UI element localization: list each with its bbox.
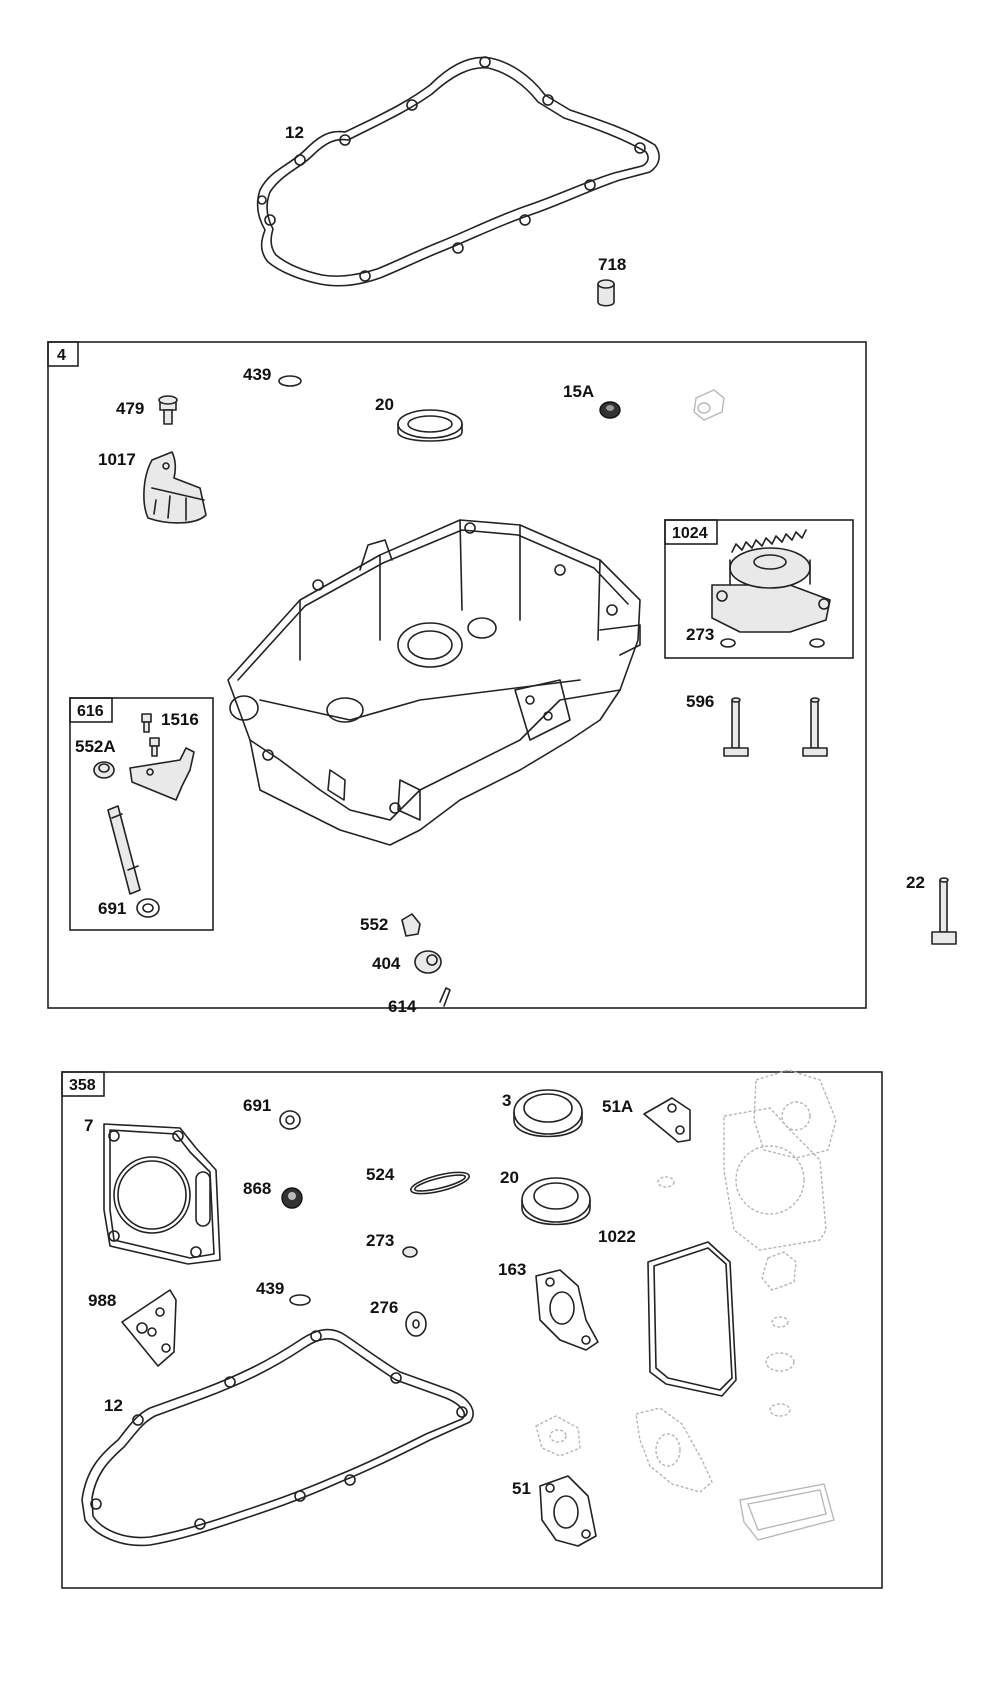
label-614: 614: [388, 997, 417, 1016]
label-479: 479: [116, 399, 144, 418]
bolt-22[interactable]: [931, 877, 957, 945]
oil-pump-1024[interactable]: [711, 529, 831, 633]
governor-shaft[interactable]: [107, 805, 141, 895]
box-616-tag: [69, 697, 113, 723]
box-4-frame: [47, 341, 867, 1009]
governor-lever[interactable]: [129, 747, 195, 801]
label-22: 22: [906, 873, 925, 892]
box-1024-number: 1024: [672, 525, 708, 542]
label-276: 276: [370, 1298, 398, 1317]
oring-439[interactable]: [278, 375, 302, 387]
plug-15a[interactable]: [599, 401, 621, 419]
screw-1516[interactable]: [141, 713, 152, 733]
kit-seal-3[interactable]: [513, 1089, 583, 1138]
label-596: 596: [686, 692, 714, 711]
kit-washer-276[interactable]: [405, 1311, 427, 1337]
label-3: 3: [502, 1091, 511, 1110]
crankcase-gasket-top[interactable]: [256, 56, 660, 287]
box-358-tag: [61, 1071, 105, 1097]
screw-1516-b[interactable]: [149, 737, 160, 757]
box-358-number: 358: [69, 1077, 96, 1094]
kit-gasket-51[interactable]: [539, 1475, 597, 1547]
kit-oring-524[interactable]: [409, 1168, 471, 1198]
kit-seal-868[interactable]: [281, 1187, 303, 1209]
washer-273-a[interactable]: [720, 638, 736, 648]
box-616-frame: [69, 697, 214, 931]
label-15a: 15A: [563, 382, 594, 401]
ghost-parts: [535, 1069, 837, 1541]
label-20: 20: [375, 395, 394, 414]
crankcase-cover[interactable]: [227, 519, 641, 846]
bushing-552a[interactable]: [93, 761, 115, 779]
dowel-pin[interactable]: [597, 279, 615, 307]
label-868: 868: [243, 1179, 271, 1198]
label-988: 988: [88, 1291, 116, 1310]
box-4-tag: [47, 341, 79, 367]
kit-oring-439[interactable]: [289, 1294, 311, 1306]
washer-404[interactable]: [414, 950, 442, 974]
pin-614[interactable]: [439, 987, 451, 1007]
label-k691: 691: [243, 1096, 271, 1115]
label-718: 718: [598, 255, 626, 274]
label-691: 691: [98, 899, 126, 918]
head-gasket-7[interactable]: [103, 1123, 221, 1265]
label-12-top: 12: [285, 123, 304, 142]
box-616-number: 616: [77, 703, 104, 720]
box-358-frame: [61, 1071, 883, 1589]
label-k20: 20: [500, 1168, 519, 1187]
label-404: 404: [372, 954, 401, 973]
label-k273: 273: [366, 1231, 394, 1250]
label-439: 439: [243, 365, 271, 384]
box-4-number: 4: [57, 347, 66, 364]
screw-479[interactable]: [158, 395, 178, 425]
kit-seal-691[interactable]: [279, 1110, 301, 1130]
box-1024-frame: [664, 519, 854, 659]
label-273: 273: [686, 625, 714, 644]
bushing-552[interactable]: [401, 913, 421, 937]
kit-crankcase-gasket-12[interactable]: [81, 1328, 474, 1547]
label-524: 524: [366, 1165, 395, 1184]
kit-gasket-51a[interactable]: [643, 1097, 691, 1143]
kit-washer-273[interactable]: [402, 1246, 418, 1258]
kit-gasket-988[interactable]: [121, 1289, 177, 1367]
label-k439: 439: [256, 1279, 284, 1298]
bolt-596-b[interactable]: [802, 697, 828, 757]
label-163: 163: [498, 1260, 526, 1279]
label-51: 51: [512, 1479, 531, 1498]
bolt-596-a[interactable]: [723, 697, 749, 757]
label-7: 7: [84, 1116, 93, 1135]
kit-seal-20[interactable]: [521, 1177, 591, 1226]
bracket-1017[interactable]: [143, 451, 207, 524]
box-1024-tag: [664, 519, 718, 545]
label-51a: 51A: [602, 1097, 633, 1116]
label-552: 552: [360, 915, 388, 934]
seal-691[interactable]: [136, 898, 160, 918]
oil-seal-20[interactable]: [397, 409, 463, 442]
label-1017: 1017: [98, 450, 136, 469]
label-552a: 552A: [75, 737, 116, 756]
label-1022: 1022: [598, 1227, 636, 1246]
washer-273-b[interactable]: [809, 638, 825, 648]
kit-gasket-1022[interactable]: [647, 1241, 737, 1397]
label-k12: 12: [104, 1396, 123, 1415]
kit-gasket-163[interactable]: [535, 1269, 599, 1351]
label-1516: 1516: [161, 710, 199, 729]
plug-optional-ghost: [693, 389, 725, 421]
